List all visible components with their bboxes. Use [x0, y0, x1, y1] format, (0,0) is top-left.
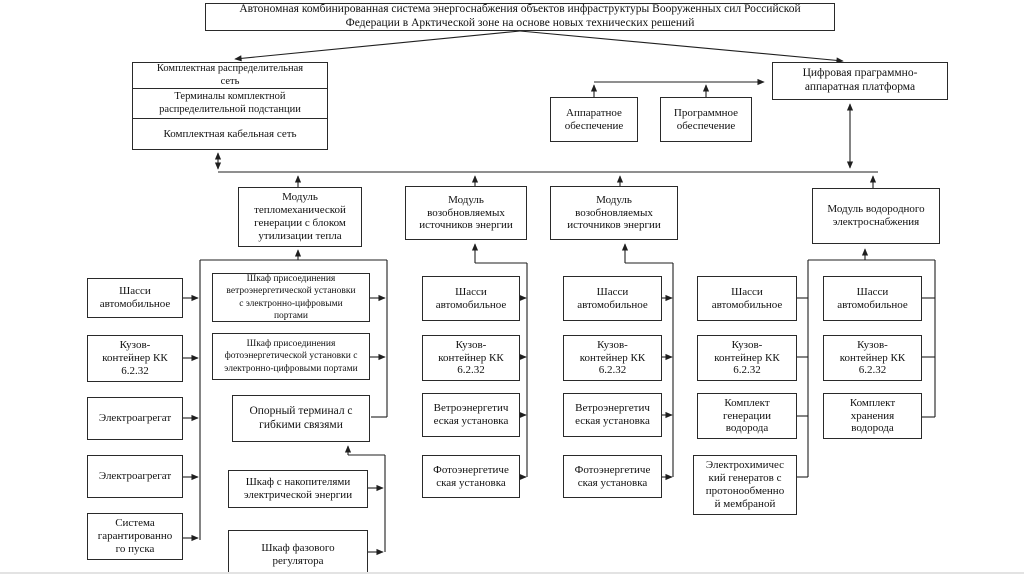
kru-stack: Комплектная распределительная сеть Терми… — [132, 62, 328, 150]
module-thermomechanical: Модуль тепломеханической генерации с бло… — [238, 187, 362, 247]
edge-root-to-platform — [519, 30, 844, 64]
bottom-edge-line — [0, 572, 1024, 574]
h2-generation-box: Комплект генерации водорода — [697, 393, 797, 439]
chassis-box-5: Шасси автомобильное — [823, 276, 922, 321]
genset-box-1: Электроагрегат — [87, 397, 183, 440]
chassis-box-2: Шасси автомобильное — [422, 276, 520, 321]
start-system-box: Система гарантированно го пуска — [87, 513, 183, 560]
wind-unit-box-1: Ветроэнергетич еская установка — [422, 393, 520, 437]
platform-box: Цифровая праграммно- аппаратная платформ… — [772, 62, 948, 100]
h2-storage-box: Комплект хранения водорода — [823, 393, 922, 439]
hardware-box: Аппаратное обеспечение — [550, 97, 638, 142]
container-box-4: Кузов- контейнер КК 6.2.32 — [697, 335, 797, 381]
root-title: Автономная комбинированная система энерг… — [205, 3, 835, 31]
chassis-box-4: Шасси автомобильное — [697, 276, 797, 321]
software-box: Программное обеспечение — [660, 97, 752, 142]
chassis-box-3: Шасси автомобильное — [563, 276, 662, 321]
container-box-2: Кузов- контейнер КК 6.2.32 — [422, 335, 520, 381]
container-box-1: Кузов- контейнер КК 6.2.32 — [87, 335, 183, 382]
genset-box-2: Электроагрегат — [87, 455, 183, 498]
solar-unit-box-2: Фотоэнергетиче ская установка — [563, 455, 662, 498]
container-box-5: Кузов- контейнер КК 6.2.32 — [823, 335, 922, 381]
module-hydrogen: Модуль водородного электроснабжения — [812, 188, 940, 244]
kru-cell-terminals: Терминалы комплектной распределительной … — [133, 89, 327, 119]
phase-regulator-cabinet-box: Шкаф фазового регулятора — [228, 530, 368, 574]
module-renewable-1: Модуль возобновляемых источников энергии — [405, 186, 527, 240]
support-terminal-box: Опорный терминал с гибкими связями — [232, 395, 370, 442]
electrochemical-generator-box: Электрохимичес кий генератов с протонооб… — [693, 455, 797, 515]
kru-cell-cable-network: Комплектная кабельная сеть — [163, 128, 297, 140]
edge-root-to-kru — [234, 30, 521, 62]
module-renewable-2: Модуль возобновляемых источников энергии — [550, 186, 678, 240]
kru-cell-distribution-network: Комплектная распределительная сеть — [133, 63, 327, 89]
container-box-3: Кузов- контейнер КК 6.2.32 — [563, 335, 662, 381]
solar-unit-box-1: Фотоэнергетиче ская установка — [422, 455, 520, 498]
storage-cabinet-box: Шкаф с накопителями электрической энерги… — [228, 470, 368, 508]
chassis-box-1: Шасси автомобильное — [87, 278, 183, 318]
wind-connection-cabinet: Шкаф присоединения ветроэнергетической у… — [212, 273, 370, 322]
solar-connection-cabinet: Шкаф присоединения фотоэнергетической ус… — [212, 333, 370, 380]
wind-unit-box-2: Ветроэнергетич еская установка — [563, 393, 662, 437]
